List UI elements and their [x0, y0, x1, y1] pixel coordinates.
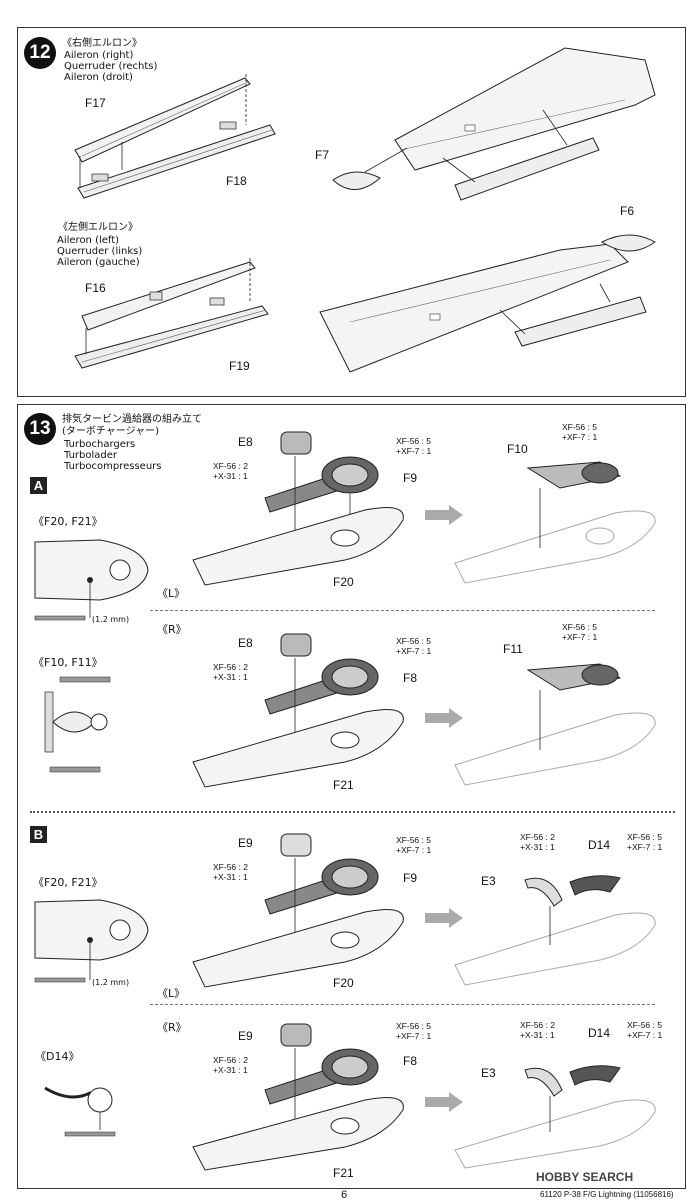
- detail-f10-f11: [44, 676, 111, 773]
- part-e8-label-r: E8: [238, 636, 253, 650]
- turbo-assembly-b-r: [192, 1023, 404, 1171]
- footer-page-number: 6: [341, 1189, 348, 1201]
- aileron-right-label-jp: 《右側エルロン》: [62, 38, 142, 49]
- aileron-left-label-en: Aileron (left): [57, 235, 120, 246]
- step-13-title-jp: 排気タービン過給器の組み立て: [62, 414, 202, 425]
- step-13-title-jp-sub: (ターボチャージャー): [62, 426, 160, 437]
- part-f18-label: F18: [226, 174, 247, 188]
- step-13-title-fr: Turbocompresseurs: [64, 461, 162, 472]
- arrow-b-l: [425, 908, 463, 928]
- paint-d14-b-l: XF-56 : 5 +XF-7 : 1: [627, 832, 663, 852]
- paint-e3-b-l: XF-56 : 2 +X-31 : 1: [520, 832, 555, 852]
- part-f19-label: F19: [229, 359, 250, 373]
- side-l-a: 《L》: [157, 587, 186, 600]
- selector-f20-f21-a: 《F20, F21》: [33, 515, 103, 528]
- side-r-a: 《R》: [157, 623, 187, 636]
- footer-product-code: 61120 P-38 F/G Lightning (11056816): [540, 1190, 674, 1199]
- part-f17-label: F17: [85, 96, 106, 110]
- aileron-left-illustration: [74, 258, 269, 369]
- part-f6-label: F6: [620, 204, 635, 218]
- part-f21-label-b: F21: [333, 1166, 354, 1180]
- variant-b-badge: B: [30, 826, 47, 843]
- paint-e9-l: XF-56 : 2 +X-31 : 1: [213, 862, 248, 882]
- right-wing-illustration: [332, 47, 656, 201]
- aileron-left-label-jp: 《左側エルロン》: [58, 222, 138, 233]
- arrow-a-l: [425, 505, 463, 525]
- divider-a-1: [150, 610, 655, 611]
- drill-size-a: (1.2 mm): [92, 615, 130, 624]
- part-e9-label-l: E9: [238, 836, 253, 850]
- turbo-assembly-a-l: [192, 431, 404, 586]
- hobby-search-logo: HOBBY SEARCH: [536, 1170, 633, 1184]
- detail-f20-f21-a: [34, 539, 149, 621]
- detail-f20-f21-b: [34, 899, 149, 983]
- part-f8-label-r: F8: [403, 671, 418, 685]
- step-12-number: 12: [24, 37, 56, 69]
- paint-f9-b-l: XF-56 : 5 +XF-7 : 1: [396, 835, 432, 855]
- turbo-assembly-a-r: [192, 633, 404, 788]
- aileron-right-label-en: Aileron (right): [64, 50, 134, 61]
- selector-d14: 《D14》: [35, 1050, 80, 1063]
- part-f20-label: F20: [333, 575, 354, 589]
- part-e3-label-l: E3: [481, 874, 496, 888]
- divider-b-1: [150, 1004, 655, 1005]
- turbo-result-a-r: [454, 663, 656, 786]
- part-e3-label-r: E3: [481, 1066, 496, 1080]
- paint-f11: XF-56 : 5 +XF-7 : 1: [562, 622, 598, 642]
- part-d14-label-r: D14: [588, 1026, 611, 1040]
- part-f9-label-l: F9: [403, 471, 418, 485]
- turbo-result-a-l: [454, 461, 656, 584]
- turbo-result-b-l: [454, 875, 656, 986]
- step-13-title-de: Turbolader: [64, 450, 118, 461]
- paint-f10: XF-56 : 5 +XF-7 : 1: [562, 422, 598, 442]
- paint-e8-l: XF-56 : 2 +X-31 : 1: [213, 461, 248, 481]
- selector-f10-f11: 《F10, F11》: [33, 656, 103, 669]
- part-f11-label: F11: [503, 642, 523, 656]
- part-f20-label-b: F20: [333, 976, 354, 990]
- aileron-left-label-fr: Aileron (gauche): [57, 257, 140, 268]
- variant-a-badge: A: [30, 477, 47, 494]
- step-13-title-en: Turbochargers: [64, 439, 136, 450]
- turbo-assembly-b-l: [192, 833, 404, 988]
- aileron-right-label-de: Querruder (rechts): [64, 61, 158, 72]
- paint-f9-l: XF-56 : 5 +XF-7 : 1: [396, 436, 432, 456]
- aileron-right-illustration: [74, 74, 276, 199]
- arrow-b-r: [425, 1092, 463, 1112]
- paint-e8-r: XF-56 : 2 +X-31 : 1: [213, 662, 248, 682]
- aileron-left-label-de: Querruder (links): [57, 246, 143, 257]
- drill-size-b: (1.2 mm): [92, 978, 130, 987]
- paint-e9-r: XF-56 : 2 +X-31 : 1: [213, 1055, 248, 1075]
- side-r-b: 《R》: [157, 1021, 187, 1034]
- paint-e3-b-r: XF-56 : 2 +X-31 : 1: [520, 1020, 555, 1040]
- turbo-result-b-r: [454, 1065, 656, 1169]
- part-e9-label-r: E9: [238, 1029, 253, 1043]
- part-f10-label: F10: [507, 442, 528, 456]
- paint-f8-r: XF-56 : 5 +XF-7 : 1: [396, 636, 432, 656]
- side-l-b: 《L》: [157, 987, 186, 1000]
- step-13-number: 13: [24, 413, 56, 445]
- detail-d14: [44, 1086, 116, 1137]
- part-f16-label: F16: [85, 281, 106, 295]
- part-f7-label: F7: [315, 148, 330, 162]
- paint-f8-b-r: XF-56 : 5 +XF-7 : 1: [396, 1021, 432, 1041]
- part-f21-label-a: F21: [333, 778, 354, 792]
- selector-f20-f21-b: 《F20, F21》: [33, 876, 103, 889]
- left-wing-illustration: [319, 234, 656, 373]
- hobby-search-watermark: HOBBY SEARCH: [536, 1170, 634, 1184]
- part-f8-label-b: F8: [403, 1054, 418, 1068]
- paint-d14-b-r: XF-56 : 5 +XF-7 : 1: [627, 1020, 663, 1040]
- divider-a-b: [30, 811, 675, 813]
- aileron-right-label-fr: Aileron (droit): [64, 72, 133, 83]
- part-e8-label-l: E8: [238, 435, 253, 449]
- part-f9-label-b: F9: [403, 871, 418, 885]
- part-d14-label-l: D14: [588, 838, 611, 852]
- arrow-a-r: [425, 708, 463, 728]
